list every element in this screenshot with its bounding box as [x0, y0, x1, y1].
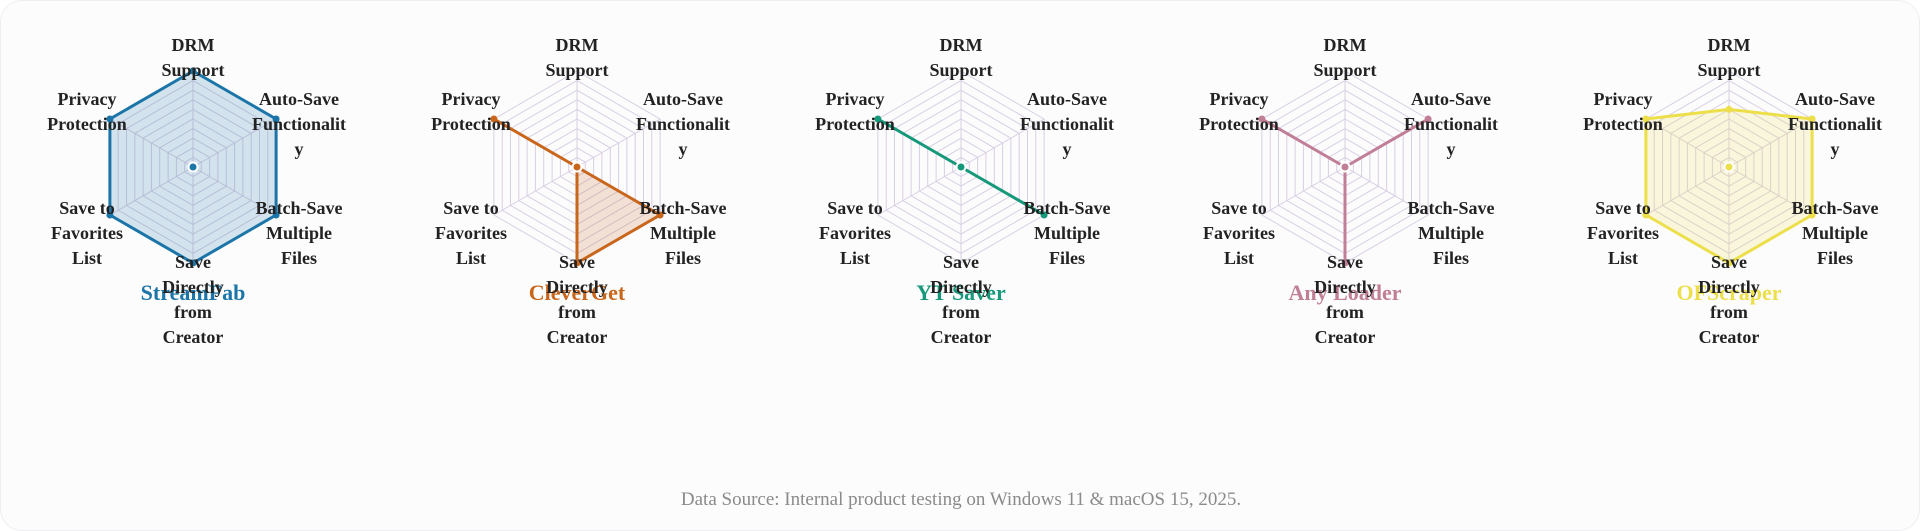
- data-point: [1808, 115, 1816, 123]
- data-point: [106, 115, 114, 123]
- grid-spoke: [1728, 118, 1813, 168]
- grid-spoke: [109, 118, 194, 168]
- data-point: [189, 67, 197, 75]
- data-point: [573, 259, 581, 267]
- grid-spoke: [1261, 166, 1346, 216]
- chart-title: StreamFab: [141, 280, 246, 305]
- chart-title: YT Saver: [916, 280, 1006, 305]
- data-point: [1424, 115, 1432, 123]
- grid-spoke: [960, 118, 1045, 168]
- data-source-note: Data Source: Internal product testing on…: [680, 489, 1242, 510]
- data-point: [1040, 211, 1048, 219]
- grid-spoke: [576, 118, 661, 168]
- radar-grid: [1645, 70, 1813, 264]
- chart-title: CleverGet: [529, 280, 626, 305]
- grid-spoke: [1344, 166, 1429, 216]
- center-point: [955, 161, 967, 173]
- data-point: [272, 115, 280, 123]
- grid-spoke: [109, 166, 194, 216]
- grid-spoke: [1645, 166, 1730, 216]
- grid-spoke: [192, 118, 277, 168]
- grid-spoke: [1645, 118, 1730, 168]
- data-point: [1642, 115, 1650, 123]
- center-point: [1339, 161, 1351, 173]
- center-point: [187, 161, 199, 173]
- data-point: [189, 259, 197, 267]
- data-point: [874, 115, 882, 123]
- chart-title: Any Loader: [1288, 280, 1401, 305]
- center-point: [571, 161, 583, 173]
- data-point: [106, 211, 114, 219]
- data-point: [1642, 211, 1650, 219]
- data-point: [656, 211, 664, 219]
- series-area: [492, 117, 662, 265]
- data-point: [1725, 259, 1733, 267]
- data-point: [1341, 259, 1349, 267]
- data-point: [1808, 211, 1816, 219]
- chart-title: OFScraper: [1676, 280, 1781, 305]
- data-point: [272, 211, 280, 219]
- center-point: [1723, 161, 1735, 173]
- grid-spoke: [877, 166, 962, 216]
- grid-spoke: [1728, 166, 1813, 216]
- grid-spoke: [192, 166, 277, 216]
- data-point: [490, 115, 498, 123]
- data-point: [1258, 115, 1266, 123]
- grid-spoke: [493, 166, 578, 216]
- data-point: [1725, 105, 1733, 113]
